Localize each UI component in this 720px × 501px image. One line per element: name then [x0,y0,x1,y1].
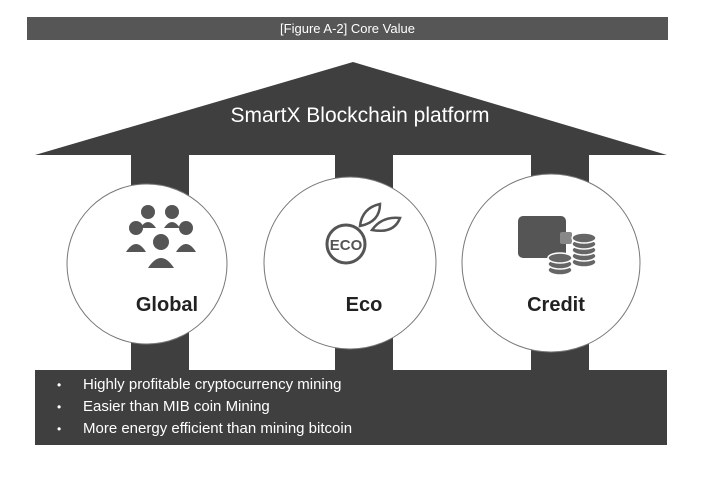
list-item: Easier than MIB coin Mining [57,396,667,418]
figure-title: [Figure A-2] Core Value [27,17,668,40]
list-item: More energy efficient than mining bitcoi… [57,418,667,440]
roof-label: SmartX Blockchain platform [230,104,490,127]
list-item: Highly profitable cryptocurrency mining [57,374,667,396]
pillar-label-eco: Eco [345,294,383,316]
eco-leaf-icon: ECO [325,202,402,265]
benefits-list: Highly profitable cryptocurrency mining … [35,370,667,440]
people-group-icon [126,205,196,268]
wallet-coins-icon [518,216,597,276]
pillar-label-global: Global [135,294,199,316]
svg-text:ECO: ECO [330,237,363,254]
roof [35,62,667,155]
foundation-band: Highly profitable cryptocurrency mining … [35,370,667,445]
pillar-label-credit: Credit [527,294,585,316]
